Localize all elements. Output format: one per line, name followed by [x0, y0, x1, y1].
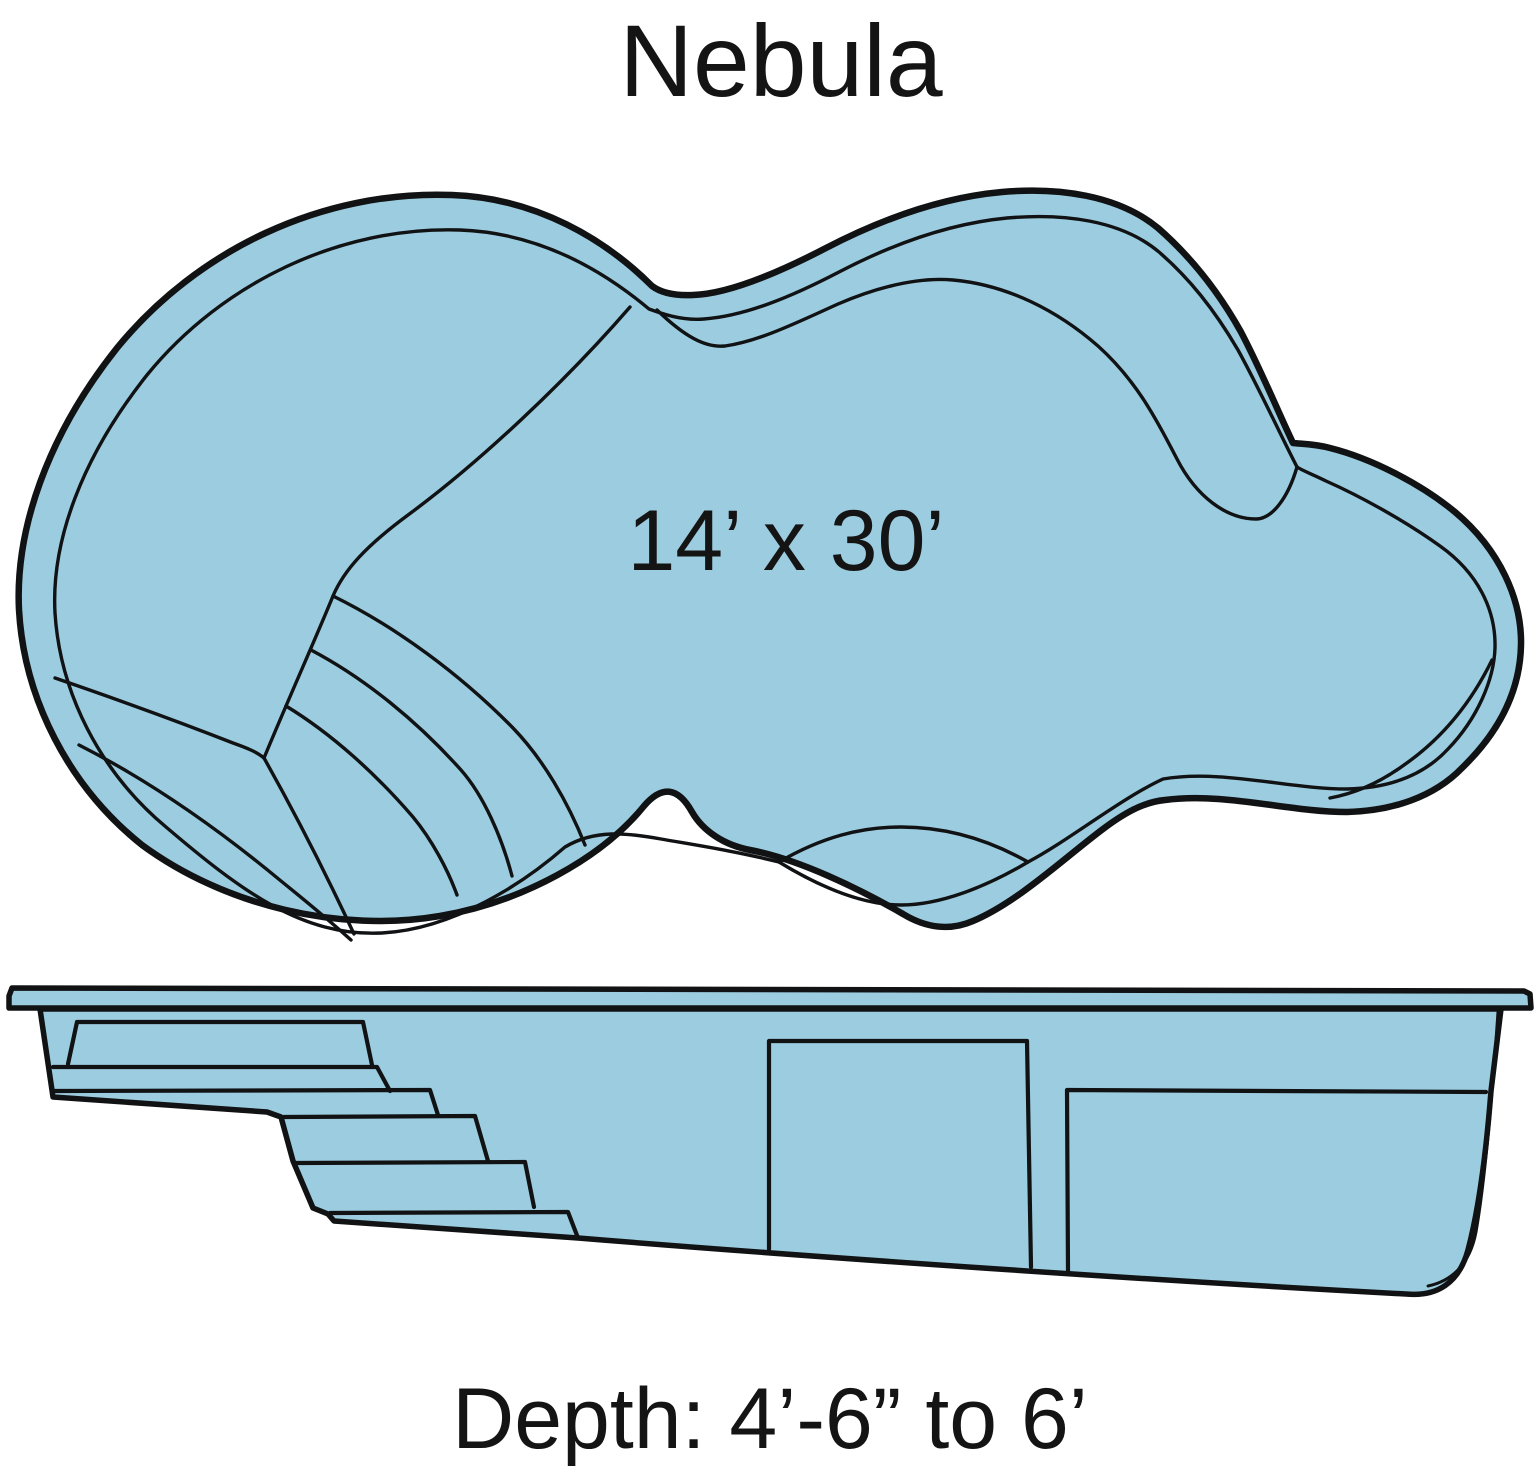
pool-model-title: Nebula [619, 4, 943, 118]
pool-steps-sweep-line [262, 305, 632, 760]
side-view-step-3 [281, 1113, 491, 1164]
side-view-coping-lip [6, 985, 1534, 1011]
side-view-inner-wall-line [1426, 1010, 1500, 1288]
side-view-step-1 [65, 1019, 375, 1068]
pool-step-arc-3 [284, 704, 459, 897]
pool-step-arc-2 [309, 648, 514, 878]
side-view-step-5 [327, 1209, 581, 1241]
pool-side-view [6, 985, 1534, 1298]
side-view-step-2-bottom [52, 1087, 441, 1118]
pool-size-label: 14’ x 30’ [627, 493, 945, 589]
side-view-panel-right [1064, 1087, 1489, 1275]
pool-bench-right-arc [1328, 658, 1494, 800]
side-view-panel-left [766, 1038, 1034, 1270]
pool-top-view-outline [15, 187, 1525, 931]
pool-bench-left-upper-line [53, 676, 266, 760]
pool-step-arc-4 [262, 756, 356, 936]
pool-waterline-contour [655, 277, 1299, 521]
pool-top-view [15, 187, 1525, 942]
pool-coping-inner-edge [52, 214, 1497, 935]
pool-depth-label: Depth: 4’-6” to 6’ [452, 1371, 1088, 1467]
pool-bench-left-lower-line [77, 743, 353, 942]
side-view-step-2-top [50, 1064, 393, 1094]
pool-step-arc-1 [331, 594, 587, 847]
side-view-step-4 [292, 1159, 537, 1210]
pool-bench-bottom-arc [777, 825, 1030, 864]
